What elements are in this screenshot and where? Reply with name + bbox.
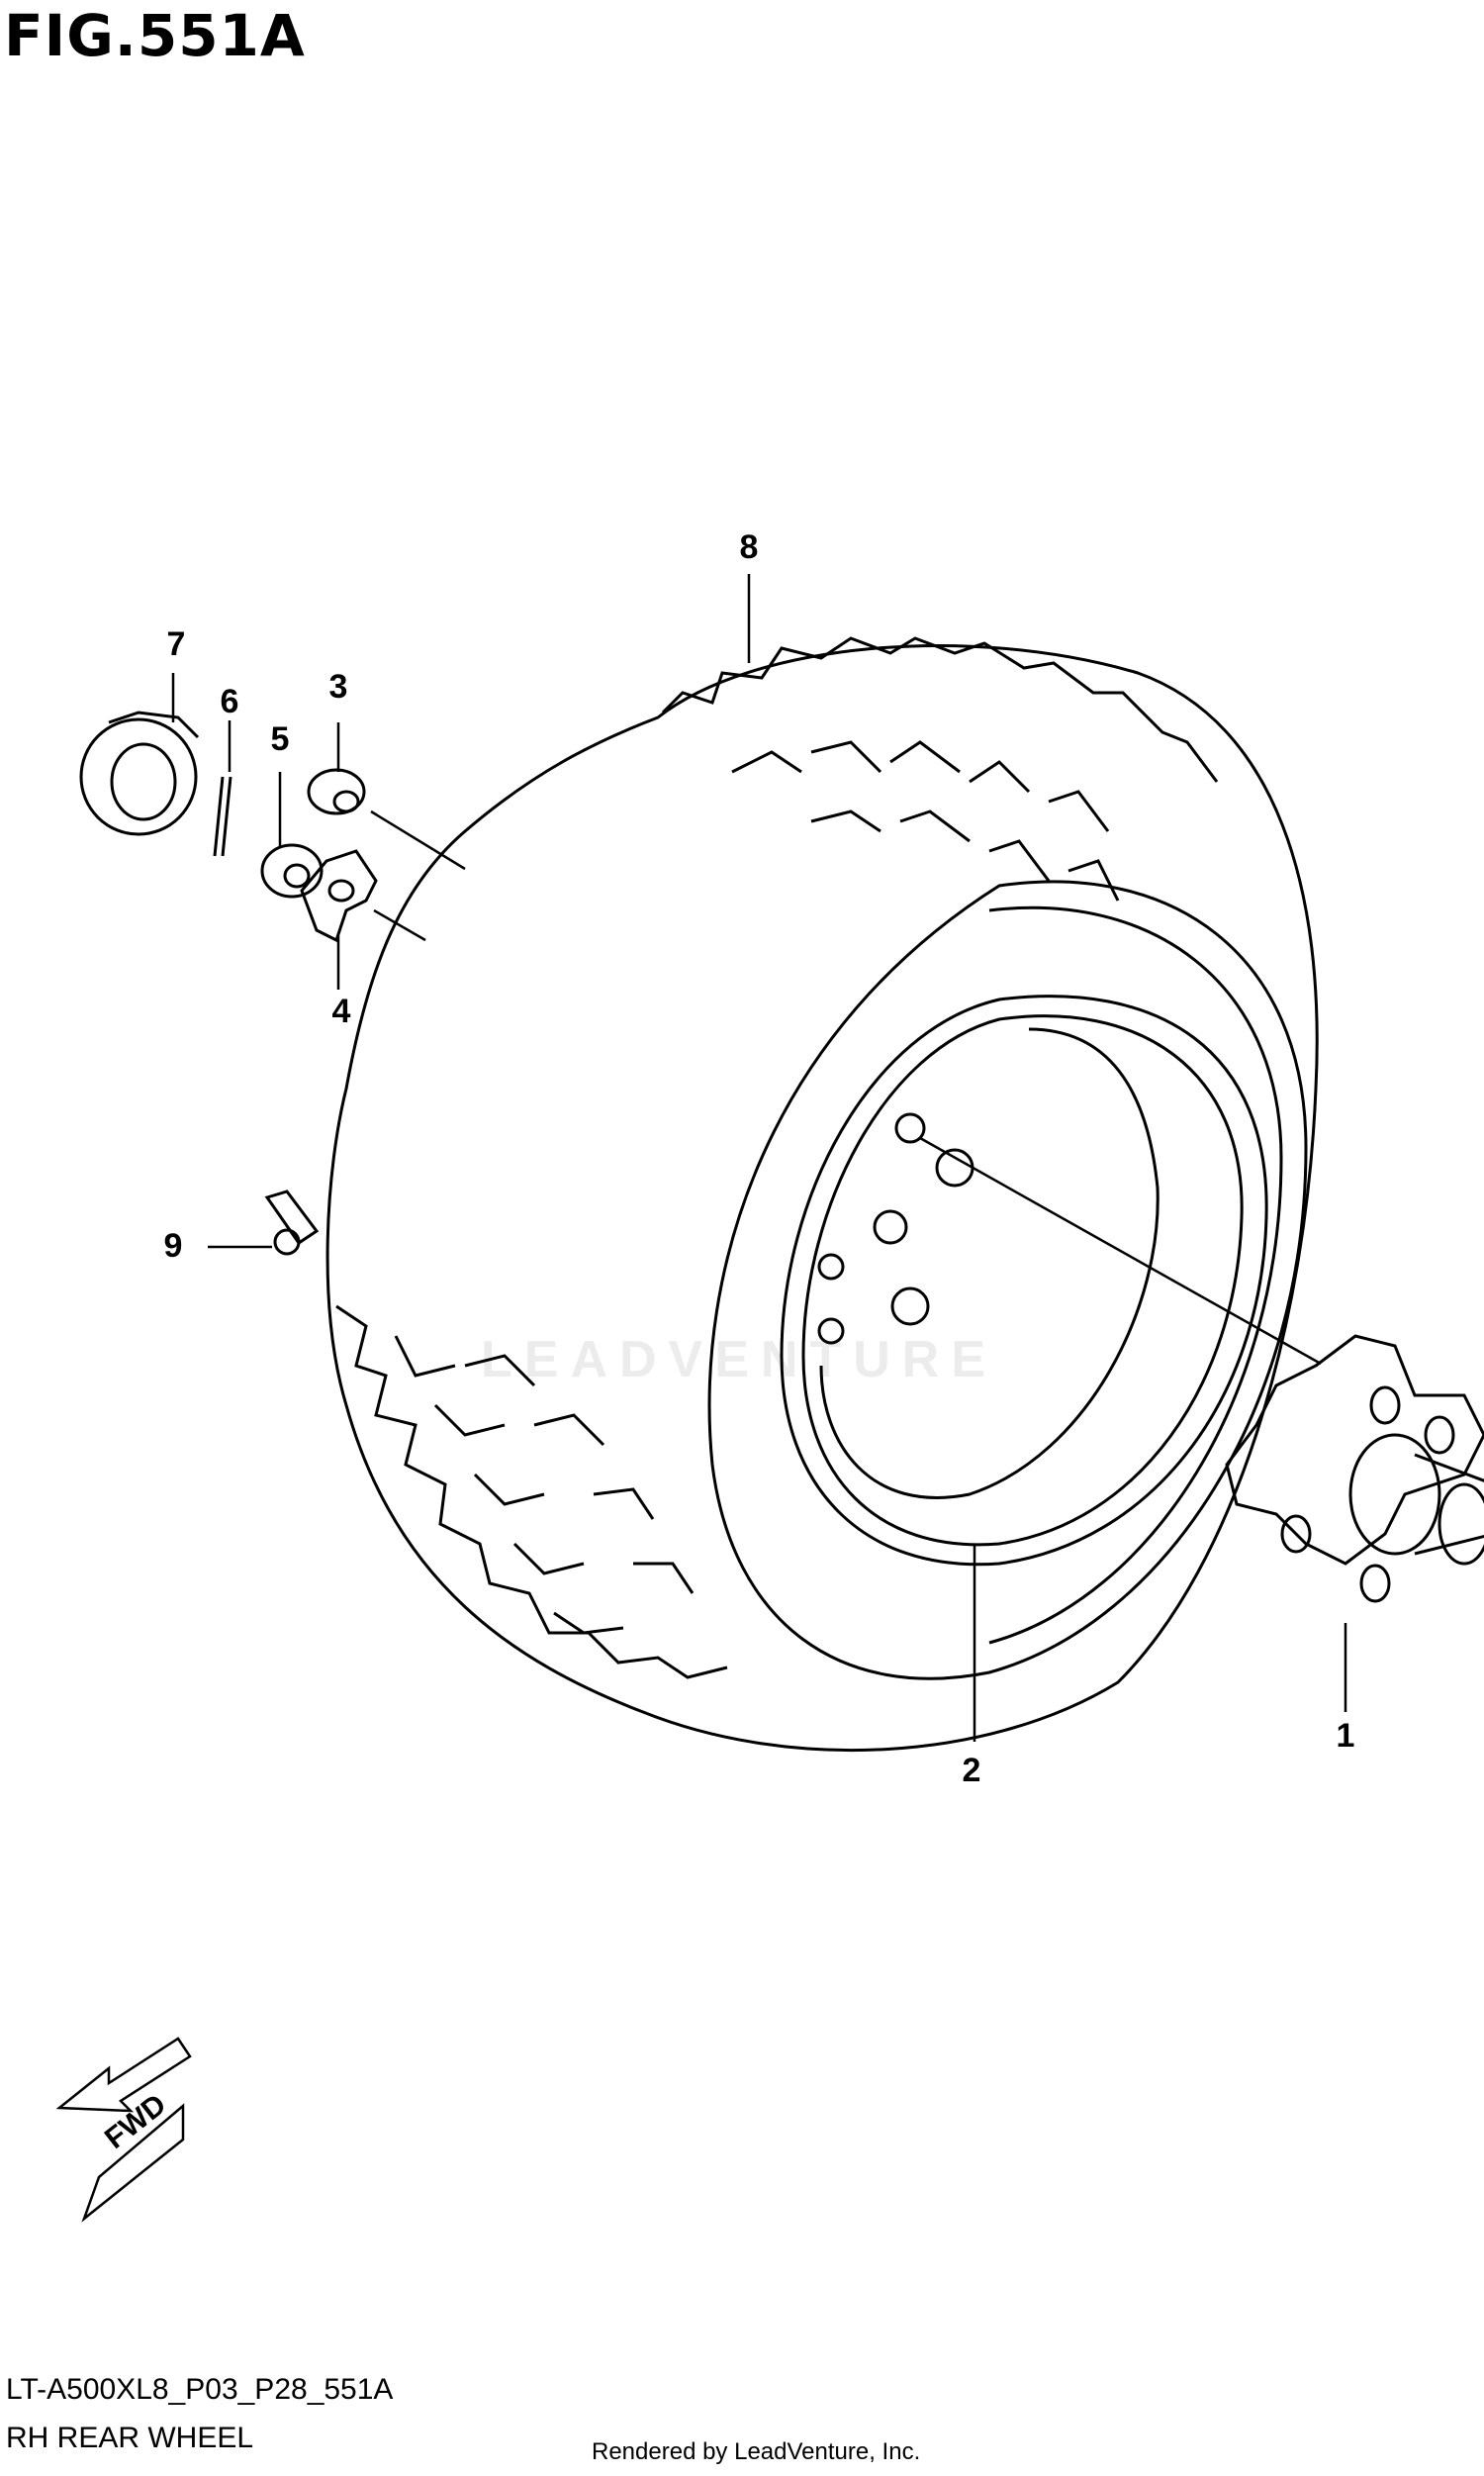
callout-8: 8 — [739, 528, 759, 566]
callout-2: 2 — [962, 1752, 981, 1789]
rear-hub — [1225, 1334, 1484, 1603]
tire — [325, 636, 1319, 1753]
caption: RH REAR WHEEL — [6, 2422, 254, 2454]
callout-5: 5 — [270, 720, 290, 758]
drawing-code: LT-A500XL8_P03_P28_551A — [6, 2373, 394, 2406]
callout-3: 3 — [328, 668, 348, 706]
credit: Rendered by LeadVenture, Inc. — [592, 2438, 921, 2465]
tire-valve — [264, 1190, 320, 1256]
wheel-cap — [79, 711, 200, 836]
wheel-rim — [780, 995, 1268, 1567]
callout-6: 6 — [220, 683, 239, 720]
watermark: LEADVENTURE — [481, 1331, 998, 1388]
callout-4: 4 — [331, 993, 351, 1030]
callout-7: 7 — [166, 625, 186, 663]
cotter-pin — [213, 776, 232, 857]
axle-nut — [307, 768, 366, 815]
fwd-arrow — [55, 2037, 192, 2223]
callout-9: 9 — [163, 1227, 183, 1265]
callout-1: 1 — [1336, 1717, 1355, 1755]
castle-nut — [260, 843, 324, 899]
figure-title: FIG.551A — [4, 2, 306, 69]
lock-washer — [300, 849, 378, 943]
leader-lines — [171, 574, 1347, 1742]
